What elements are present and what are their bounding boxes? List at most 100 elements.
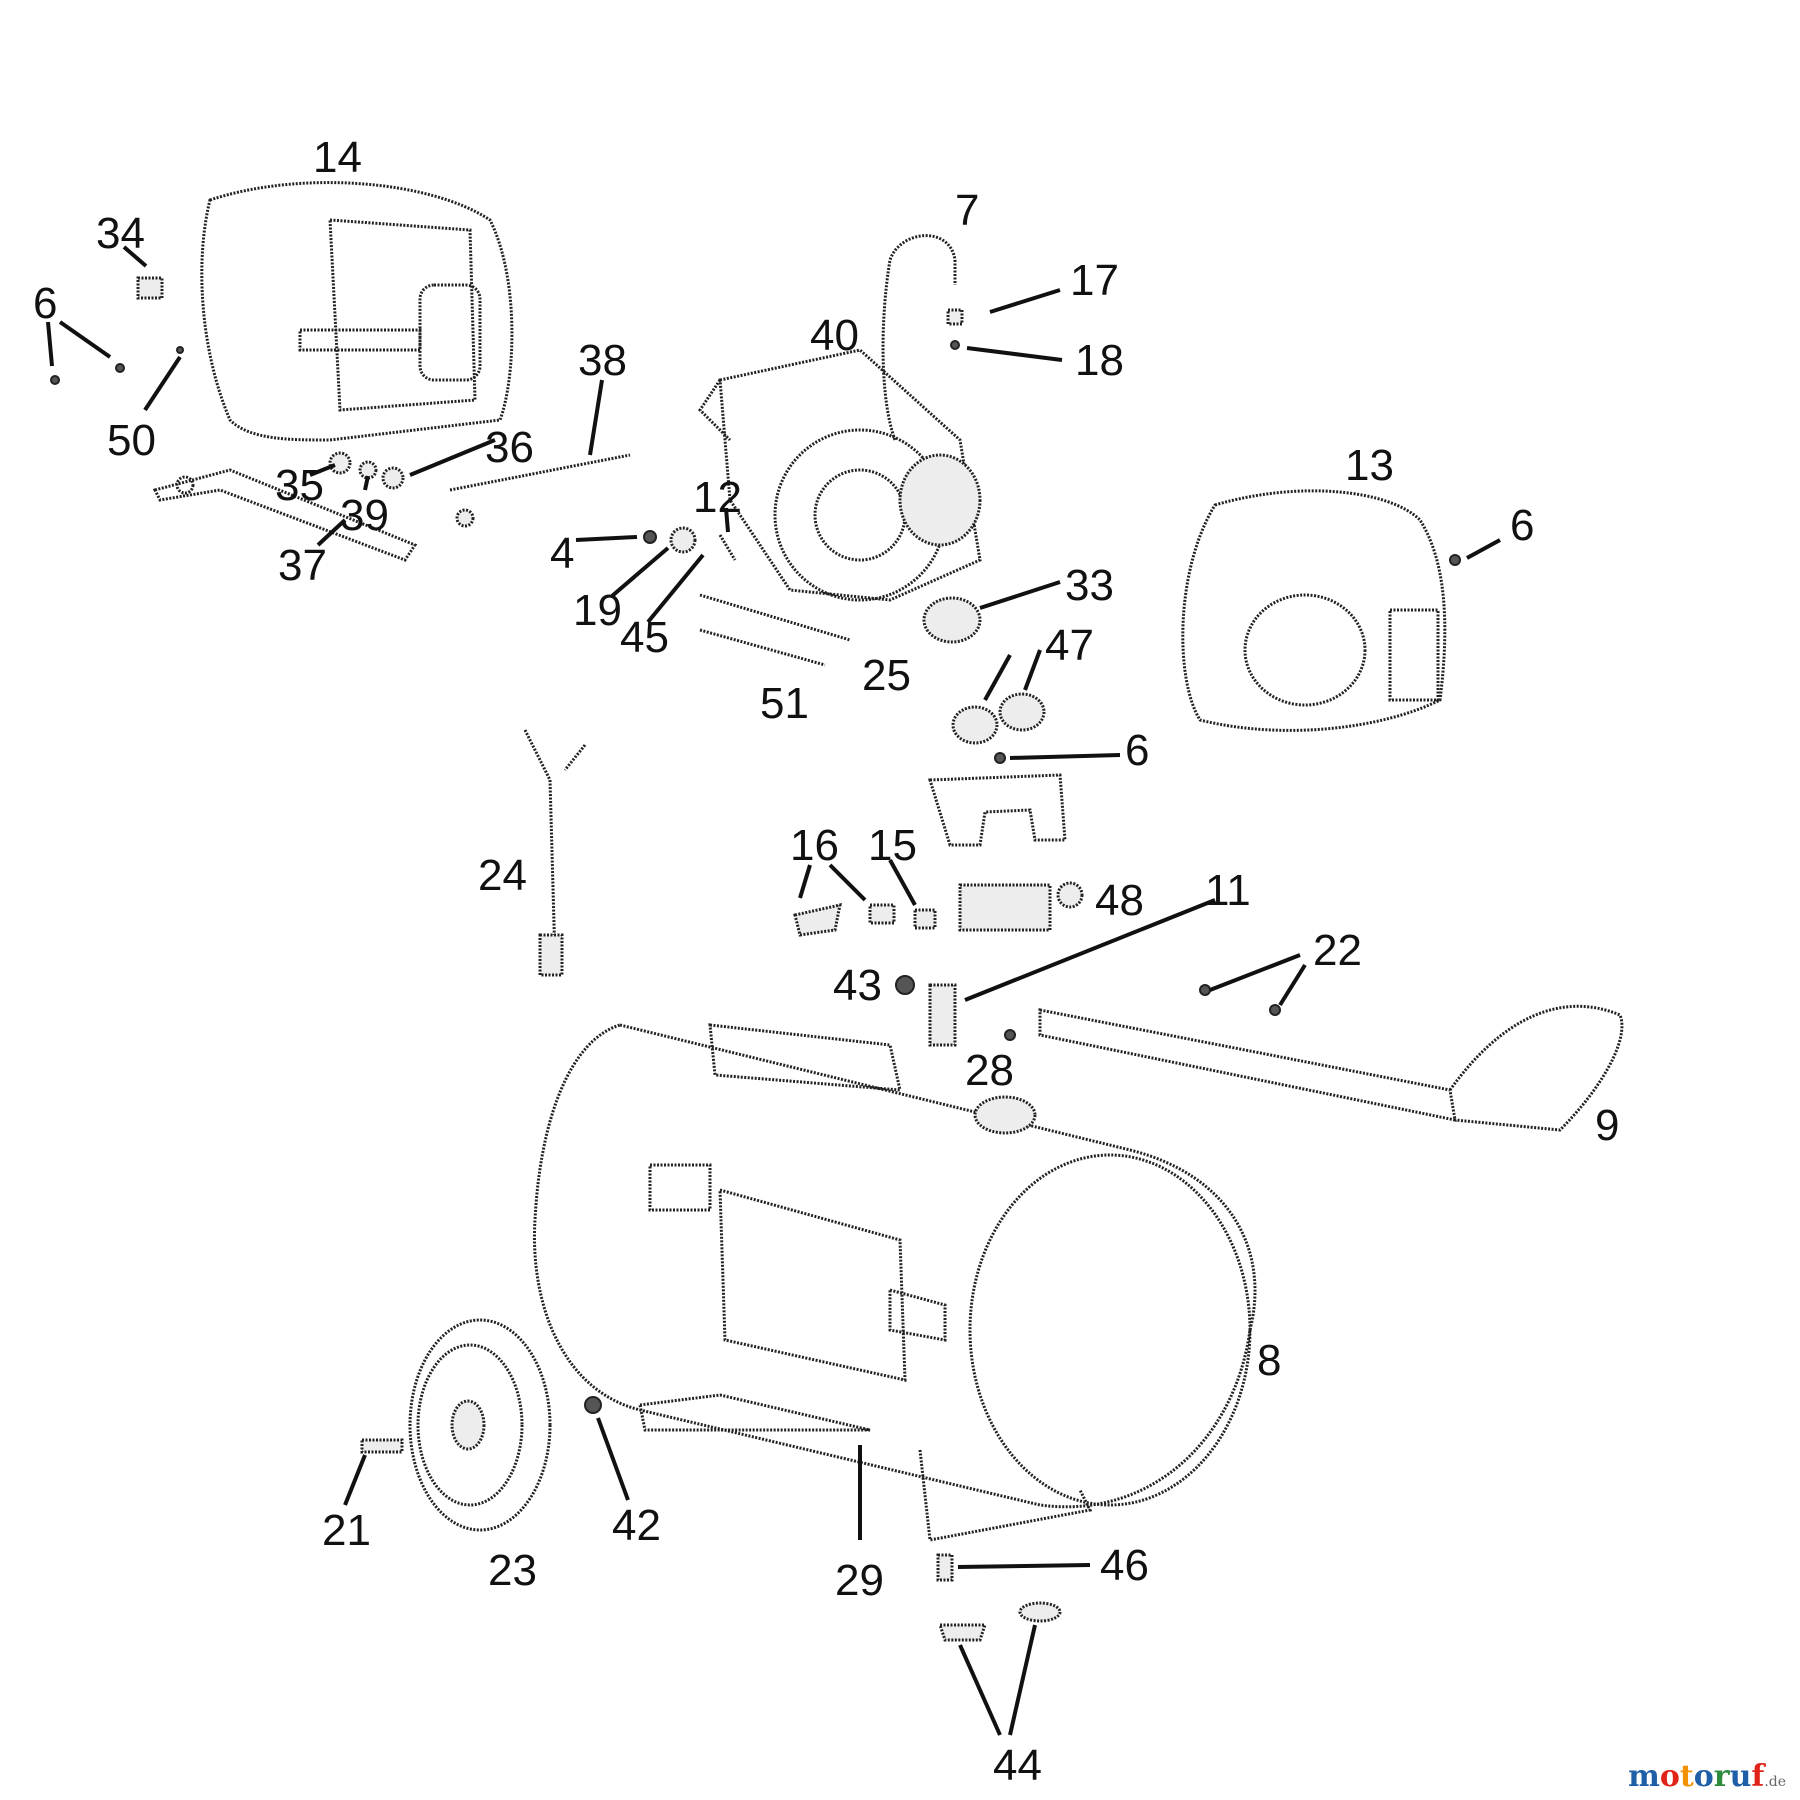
part-4 xyxy=(643,530,657,544)
part-hose-24 xyxy=(523,729,587,977)
callout-37: 37 xyxy=(278,541,327,590)
part-44b xyxy=(1018,1601,1062,1623)
callout-22: 22 xyxy=(1313,926,1362,975)
callout-15: 15 xyxy=(868,821,917,870)
callout-4: 4 xyxy=(550,529,574,578)
part-nut-38 xyxy=(455,508,475,528)
part-nut-42 xyxy=(584,1396,602,1414)
part-screw-22b xyxy=(1269,1004,1281,1016)
part-foot-29 xyxy=(638,1393,871,1432)
part-28 xyxy=(1004,1029,1016,1041)
callout-48: 48 xyxy=(1095,876,1144,925)
part-39 xyxy=(358,460,378,480)
part-15 xyxy=(913,908,937,930)
callout-34: 34 xyxy=(96,209,145,258)
part-screw-6b xyxy=(115,363,125,373)
callout-7: 7 xyxy=(955,186,979,235)
callout-50: 50 xyxy=(107,416,156,465)
watermark-logo: motoruf.de xyxy=(1628,1759,1786,1794)
callout-36: 36 xyxy=(485,423,534,472)
callout-13: 13 xyxy=(1345,441,1394,490)
part-screw-6d xyxy=(1449,554,1461,566)
callout-11: 11 xyxy=(1205,866,1251,915)
part-cradle xyxy=(927,773,1067,847)
leader-lines xyxy=(46,245,1501,1736)
callout-24: 24 xyxy=(478,851,527,900)
callout-29: 29 xyxy=(835,1556,884,1605)
watermark-letter: m xyxy=(1628,1759,1660,1794)
part-axle-21 xyxy=(360,1438,404,1454)
part-44a xyxy=(937,1623,988,1642)
part-screw-50 xyxy=(176,346,184,354)
callout-28: 28 xyxy=(965,1046,1014,1095)
callout-47: 47 xyxy=(1045,621,1094,670)
callout-9: 9 xyxy=(1595,1101,1619,1150)
part-pressure-switch-48 xyxy=(958,881,1084,932)
part-cap-33 xyxy=(922,596,982,644)
part-tank-8 xyxy=(532,1023,1257,1509)
watermark-letter: f xyxy=(1751,1759,1765,1794)
callout-33: 33 xyxy=(1065,561,1114,610)
callout-42: 42 xyxy=(612,1501,661,1550)
part-17 xyxy=(946,308,964,326)
callout-19: 19 xyxy=(573,586,622,635)
part-18 xyxy=(950,340,960,350)
watermark-suffix: .de xyxy=(1764,1774,1786,1790)
part-bracket-37 xyxy=(152,468,418,562)
callout-8: 8 xyxy=(1257,1336,1281,1385)
callout-17: 17 xyxy=(1070,256,1119,305)
part-rod-25 xyxy=(699,593,851,642)
callout-labels: 14 34 6 50 35 39 36 37 38 7 17 18 40 12 … xyxy=(33,133,1619,1790)
callout-44: 44 xyxy=(993,1741,1042,1790)
callout-21: 21 xyxy=(322,1506,371,1555)
part-valve-11 xyxy=(928,983,957,1047)
part-35 xyxy=(328,451,352,475)
part-tube-7 xyxy=(881,234,957,441)
callout-6: 6 xyxy=(33,279,57,328)
part-drain-46 xyxy=(936,1553,954,1582)
callout-45: 45 xyxy=(620,613,669,662)
callout-35: 35 xyxy=(275,461,324,510)
callout-40: 40 xyxy=(810,311,859,360)
part-front-shroud-13 xyxy=(1181,489,1447,732)
callout-43: 43 xyxy=(833,961,882,1010)
part-12 xyxy=(718,534,737,561)
callout-12: 12 xyxy=(693,473,742,522)
watermark-letter: o xyxy=(1693,1759,1714,1794)
part-motor-pump-40 xyxy=(698,348,982,602)
part-rod-38 xyxy=(449,453,631,492)
callout-51: 51 xyxy=(760,679,809,728)
part-screw-6c xyxy=(994,752,1006,764)
watermark-letter: r xyxy=(1713,1759,1730,1794)
part-screw-6a xyxy=(50,375,60,385)
callout-6c: 6 xyxy=(1125,726,1149,775)
callout-25: 25 xyxy=(862,651,911,700)
callout-16: 16 xyxy=(790,821,839,870)
callout-38: 38 xyxy=(578,336,627,385)
callout-46: 46 xyxy=(1100,1541,1149,1590)
part-rear-shroud xyxy=(200,181,514,442)
watermark-letter: u xyxy=(1729,1759,1752,1794)
part-foot-rear xyxy=(918,1449,1093,1542)
callout-39: 39 xyxy=(340,491,389,540)
callout-23: 23 xyxy=(488,1546,537,1595)
callout-18: 18 xyxy=(1075,336,1124,385)
callout-14: 14 xyxy=(313,133,362,182)
part-43 xyxy=(895,975,915,995)
part-switch-34 xyxy=(136,276,164,300)
part-16 xyxy=(793,903,842,937)
part-screw-22a xyxy=(1199,984,1211,996)
watermark-brand: motoruf xyxy=(1628,1759,1764,1794)
part-19 xyxy=(669,526,697,554)
watermark-letter: o xyxy=(1659,1759,1680,1794)
part-36 xyxy=(381,466,405,490)
part-wheel-23 xyxy=(408,1318,552,1532)
callout-6b: 6 xyxy=(1510,501,1534,550)
part-handle-9 xyxy=(1038,1004,1624,1132)
part-cap-47a xyxy=(951,705,999,745)
part-cap-47b xyxy=(998,692,1046,732)
part-16b xyxy=(868,903,896,925)
watermark-letter: t xyxy=(1679,1759,1694,1794)
part-rod-51 xyxy=(699,628,826,667)
